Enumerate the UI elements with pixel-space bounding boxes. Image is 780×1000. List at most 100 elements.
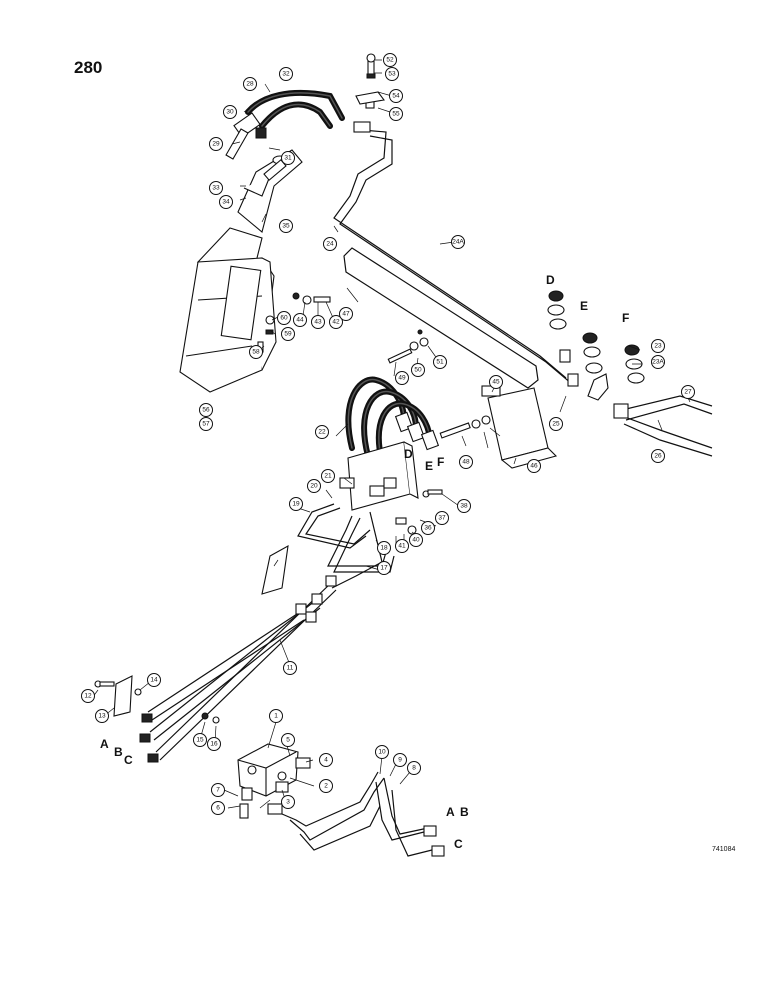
callout-25: 25 — [549, 417, 563, 431]
callout-19: 19 — [289, 497, 303, 511]
callout-41-label: 41 — [398, 543, 406, 550]
callout-50-label: 50 — [414, 367, 422, 374]
callout-59: 59 — [281, 327, 295, 341]
callout-45-label: 45 — [492, 379, 500, 386]
callout-31-label: 31 — [284, 155, 292, 162]
callout-2: 2 — [319, 779, 333, 793]
callout-36: 36 — [421, 521, 435, 535]
callout-44-label: 44 — [296, 317, 304, 324]
callout-10: 10 — [375, 745, 389, 759]
callout-48-label: 48 — [462, 459, 470, 466]
label-left-a: A — [100, 737, 109, 751]
callout-42: 42 — [329, 315, 343, 329]
callout-60: 60 — [277, 311, 291, 325]
callout-8: 8 — [407, 761, 421, 775]
callout-15: 15 — [193, 733, 207, 747]
drawing-number: 741084 — [712, 846, 736, 853]
callout-57-label: 57 — [202, 421, 210, 428]
callout-21-label: 21 — [324, 473, 332, 480]
callout-49-label: 49 — [398, 375, 406, 382]
callout-55-label: 55 — [392, 111, 400, 118]
label-upper-d: D — [546, 273, 555, 287]
callout-54: 54 — [389, 89, 403, 103]
callout-40-label: 40 — [412, 537, 420, 544]
label-upper-e: E — [580, 299, 588, 313]
callout-6: 6 — [211, 801, 225, 815]
callout-38-label: 38 — [460, 503, 468, 510]
label-right-b: B — [460, 805, 469, 819]
callout-21: 21 — [321, 469, 335, 483]
callout-33: 33 — [209, 181, 223, 195]
callout-9: 9 — [393, 753, 407, 767]
callout-24a: 24A — [451, 235, 465, 249]
callout-51-label: 51 — [436, 359, 444, 366]
callout-18: 18 — [377, 541, 391, 555]
callout-49: 49 — [395, 371, 409, 385]
callout-1: 1 — [269, 709, 283, 723]
callout-3: 3 — [281, 795, 295, 809]
callout-22: 22 — [315, 425, 329, 439]
callout-23a: 23A — [651, 355, 665, 369]
callout-12: 12 — [81, 689, 95, 703]
label-left-b: B — [114, 745, 123, 759]
callout-31: 31 — [281, 151, 295, 165]
callout-48: 48 — [459, 455, 473, 469]
callout-7: 7 — [211, 783, 225, 797]
callout-32: 32 — [279, 67, 293, 81]
label-upper-f: F — [622, 311, 629, 325]
callout-13-label: 13 — [98, 713, 106, 720]
callout-47: 47 — [339, 307, 353, 321]
callout-20-label: 20 — [310, 483, 318, 490]
callout-26: 26 — [651, 449, 665, 463]
label-right-a: A — [446, 805, 455, 819]
callout-46-label: 46 — [530, 463, 538, 470]
callout-24a-label: 24A — [452, 239, 464, 246]
callout-57: 57 — [199, 417, 213, 431]
lower-valve-assembly — [237, 743, 445, 857]
callout-53: 53 — [385, 67, 399, 81]
label-right-c: C — [454, 837, 463, 851]
callout-32-label: 32 — [282, 71, 290, 78]
callout-16: 16 — [207, 737, 221, 751]
callout-15-label: 15 — [196, 737, 204, 744]
callout-14-label: 14 — [150, 677, 158, 684]
callout-33-label: 33 — [212, 185, 220, 192]
callout-16-label: 16 — [210, 741, 218, 748]
callout-6-label: 6 — [216, 805, 220, 812]
label-left-c: C — [124, 753, 133, 767]
callout-5: 5 — [281, 733, 295, 747]
callout-35: 35 — [279, 219, 293, 233]
callout-25-label: 25 — [552, 421, 560, 428]
callout-29: 29 — [209, 137, 223, 151]
callout-52-label: 52 — [386, 57, 394, 64]
callout-26-label: 26 — [654, 453, 662, 460]
callout-22-label: 22 — [318, 429, 326, 436]
callout-24-label: 24 — [326, 241, 334, 248]
page-number: 280 — [74, 58, 103, 77]
callout-46: 46 — [527, 459, 541, 473]
callout-58-label: 58 — [252, 349, 260, 356]
callout-11: 11 — [283, 661, 297, 675]
callout-19-label: 19 — [292, 501, 300, 508]
callout-35-label: 35 — [282, 223, 290, 230]
callout-29-label: 29 — [212, 141, 220, 148]
callout-28-label: 28 — [246, 81, 254, 88]
letter-labels: D E F D E F A B C A B C — [100, 273, 629, 851]
callout-45: 45 — [489, 375, 503, 389]
callout-5-label: 5 — [286, 737, 290, 744]
callout-27-label: 27 — [684, 389, 692, 396]
callout-23a-label: 23A — [652, 359, 664, 366]
callout-59-label: 59 — [284, 331, 292, 338]
callout-53-label: 53 — [388, 71, 396, 78]
control-valve-block — [339, 376, 443, 535]
callout-17: 17 — [377, 561, 391, 575]
callout-12-label: 12 — [84, 693, 92, 700]
callout-7-label: 7 — [216, 787, 220, 794]
callout-42-label: 42 — [332, 319, 340, 326]
callout-40: 40 — [409, 533, 423, 547]
callout-55: 55 — [389, 107, 403, 121]
callout-44: 44 — [293, 313, 307, 327]
label-mid-f: F — [437, 455, 444, 469]
callout-27: 27 — [681, 385, 695, 399]
